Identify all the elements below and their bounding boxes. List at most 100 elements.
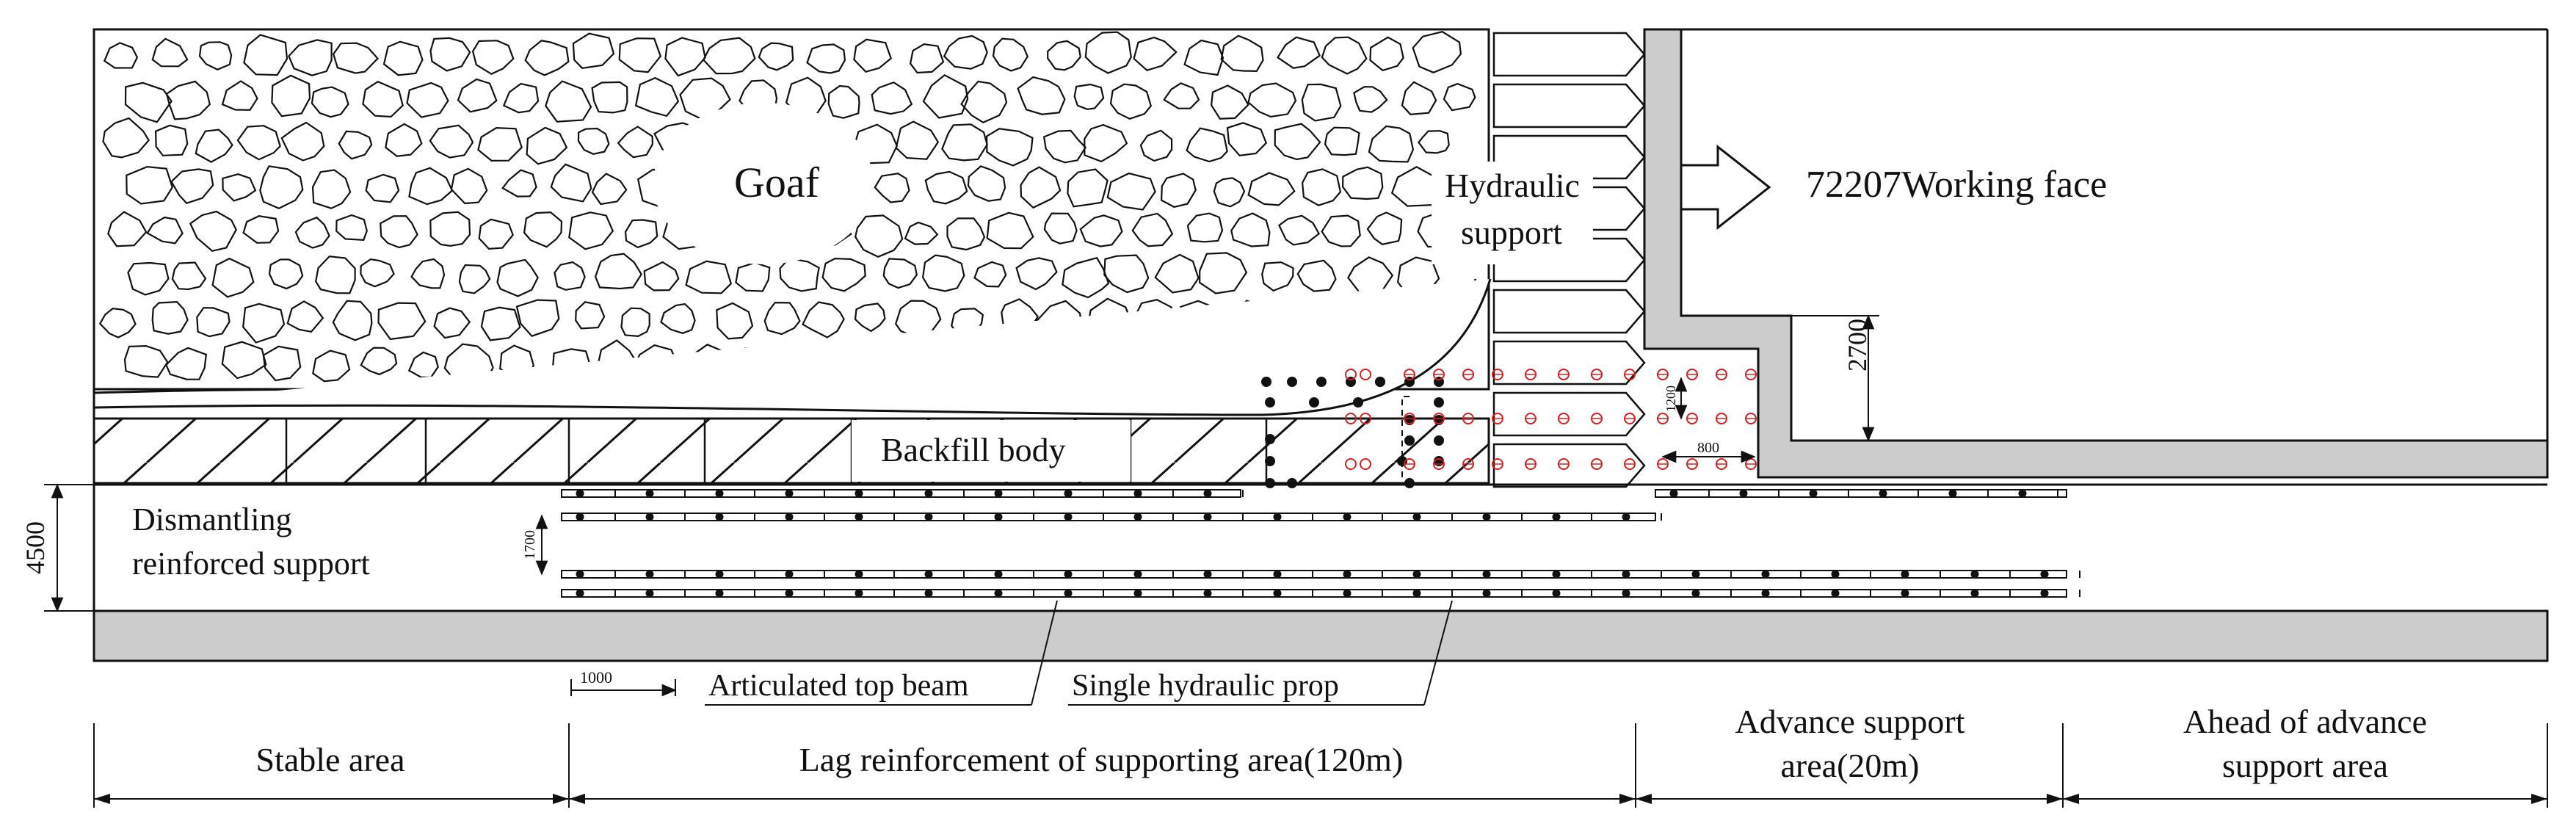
- rock-block: [315, 255, 356, 294]
- rock-block: [575, 301, 606, 330]
- rock-block: [882, 258, 918, 289]
- rock-block: [634, 76, 680, 117]
- rock-block: [545, 80, 592, 123]
- goaf-label: Goaf: [734, 159, 820, 206]
- rock-block: [198, 41, 233, 71]
- articulated-top-beams: [561, 489, 2080, 598]
- rock-block: [195, 128, 233, 163]
- rock-block: [1443, 82, 1476, 112]
- rock-block: [664, 37, 706, 77]
- prop-dot: [1434, 397, 1444, 408]
- rock-block: [429, 37, 471, 72]
- goaf-boundary-curve-lower: [93, 278, 1492, 416]
- rock-block: [332, 42, 380, 74]
- rock-block: [221, 80, 258, 111]
- rock-block: [946, 217, 986, 251]
- prop-dot: [785, 589, 794, 598]
- rock-block: [1418, 130, 1450, 154]
- rock-block: [294, 216, 330, 249]
- rock-block: [335, 214, 368, 241]
- rock-block: [1347, 256, 1394, 295]
- rock-block: [1073, 83, 1105, 110]
- rock-block: [377, 302, 427, 341]
- prop-dot: [924, 489, 933, 498]
- prop-dot: [1064, 589, 1073, 598]
- rock-block: [1412, 31, 1462, 73]
- rock-block: [312, 350, 351, 383]
- prop-dot: [1273, 513, 1282, 521]
- backfill-label: Backfill body: [881, 431, 1066, 468]
- prop-dot: [715, 513, 724, 521]
- prop-dot: [1353, 397, 1363, 408]
- rock-block: [1186, 212, 1224, 243]
- rock-block: [471, 40, 515, 76]
- rock-block: [433, 307, 471, 339]
- prop-dot: [576, 570, 584, 579]
- roadway-floor: [92, 609, 2549, 662]
- rock-block: [895, 120, 940, 160]
- rock-block: [943, 35, 988, 70]
- rock-block: [126, 165, 174, 205]
- callout-prop-label: Single hydraulic prop: [1072, 669, 1339, 703]
- rock-block: [702, 37, 756, 75]
- top-beam: [561, 489, 1241, 498]
- prop-dot: [645, 489, 654, 498]
- rock-block: [685, 260, 733, 294]
- rock-block: [1366, 211, 1403, 245]
- backfill-label-bg: [852, 420, 1131, 482]
- rock-block: [1103, 254, 1150, 294]
- prop-dot: [1412, 570, 1421, 579]
- prop-dot: [1203, 570, 1212, 579]
- rock-block: [992, 37, 1029, 72]
- prop-dot: [1552, 513, 1561, 521]
- prop-dot: [785, 570, 794, 579]
- rock-block: [123, 344, 169, 378]
- rock-block: [107, 211, 148, 247]
- prop-dot: [576, 489, 584, 498]
- rock-block: [502, 82, 540, 114]
- rock-block: [1062, 256, 1110, 299]
- prop-dot: [1901, 589, 1909, 598]
- area-lag-label: Lag reinforcement of supporting area(120…: [799, 741, 1404, 778]
- rock-block: [526, 126, 568, 165]
- rock-block: [985, 128, 1034, 167]
- prop-dot: [645, 570, 654, 579]
- callout-top-beam-label: Articulated top beam: [708, 669, 969, 703]
- rock-block: [660, 303, 696, 334]
- prop-dot: [1309, 397, 1319, 408]
- rock-block: [591, 173, 628, 206]
- prop-dot: [1343, 589, 1352, 598]
- area-stable-label: Stable area: [255, 741, 404, 778]
- rock-block: [853, 38, 892, 73]
- rock-block: [594, 253, 642, 290]
- rock-block: [338, 130, 373, 160]
- prop-dot: [576, 513, 584, 521]
- dim-1200-label: 1200: [1663, 385, 1678, 412]
- rock-block: [524, 40, 570, 76]
- prop-dot: [1287, 478, 1297, 488]
- hydraulic-support-unit: [1492, 340, 1646, 385]
- rock-block: [268, 258, 304, 290]
- prop-dot: [1064, 570, 1073, 579]
- rock-block: [960, 80, 1008, 124]
- rock-block: [478, 218, 514, 250]
- rock-block: [973, 261, 1007, 288]
- rock-block: [643, 261, 680, 292]
- rock-block: [1133, 36, 1178, 72]
- area-ahead-label-line2: support area: [2222, 747, 2388, 784]
- rock-block: [763, 301, 801, 336]
- rock-block: [1296, 259, 1337, 292]
- rock-block: [854, 303, 886, 333]
- prop-dot: [1133, 589, 1142, 598]
- rock-block: [986, 211, 1034, 250]
- rock-block: [806, 43, 846, 74]
- rock-block: [779, 257, 820, 292]
- rock-block: [1109, 83, 1153, 120]
- rock-block: [288, 39, 333, 76]
- prop-dot: [1434, 435, 1444, 446]
- rock-block: [1278, 214, 1321, 246]
- prop-dot: [1203, 513, 1212, 521]
- rock-block: [821, 257, 866, 292]
- hydraulic-support-unit: [1492, 289, 1646, 334]
- rock-block: [854, 214, 904, 258]
